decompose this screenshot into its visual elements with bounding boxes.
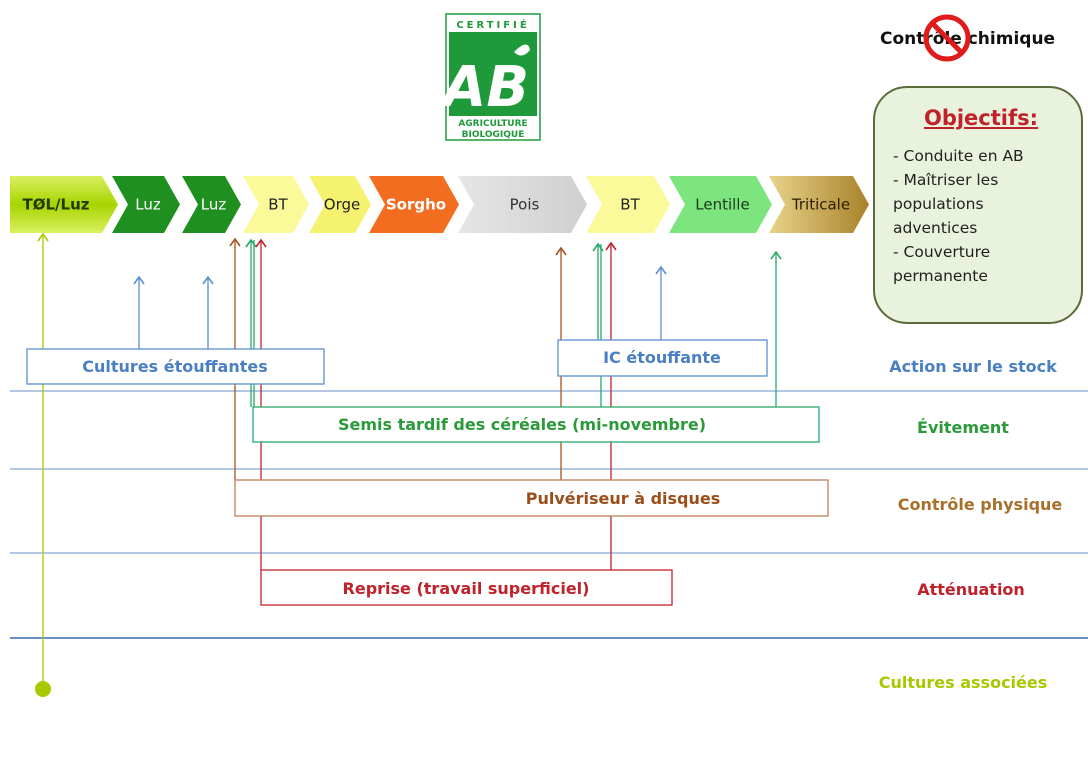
- box-reprise: Reprise (travail superficiel): [260, 569, 673, 606]
- connector-lines: [42, 234, 777, 685]
- lever-labels: Action sur le stock Évitement Contrôle p…: [879, 357, 1063, 692]
- lever-associees-label: Cultures associées: [879, 673, 1048, 692]
- box-pulveriseur: Pulvériseur à disques: [234, 479, 829, 517]
- separator-lines: [10, 390, 1088, 639]
- rotation-segment-label: Triticale: [791, 196, 850, 214]
- rotation-segment-label: Sorgho: [386, 196, 446, 214]
- rotation-segment: [112, 176, 180, 233]
- objectives-title: Objectifs:: [923, 106, 1039, 130]
- arrow-up-icon: [655, 265, 667, 275]
- box-reprise-label: Reprise (travail superficiel): [343, 579, 590, 598]
- arrow-up-icon: [202, 275, 214, 285]
- rotation-segment-label: BT: [620, 196, 640, 214]
- box-ic-etouffante: IC étouffante: [557, 339, 768, 377]
- rotation-segment: [458, 176, 587, 233]
- rotation-segment-label: Luz: [135, 196, 161, 214]
- lever-stock-label: Action sur le stock: [889, 357, 1057, 376]
- rotation-segment: [309, 176, 371, 233]
- arrow-up-icon: [37, 232, 49, 242]
- arrow-up-icon: [555, 246, 567, 256]
- rotation-segment-label: Pois: [510, 196, 540, 214]
- no-chemical-control: Contrôle chimique: [880, 14, 1055, 62]
- objective-item: - Conduite en AB: [893, 147, 1024, 165]
- associated-crops-dot: [35, 681, 51, 697]
- rotation-segment: [586, 176, 670, 233]
- objectives-box: Objectifs: - Conduite en AB - Maîtriser …: [873, 86, 1083, 324]
- box-pulv-label: Pulvériseur à disques: [526, 489, 721, 508]
- arrow-up-icon: [592, 242, 604, 252]
- rotation-segment: [669, 176, 772, 233]
- rotation-segment: [182, 176, 241, 233]
- leaf-icon: [514, 44, 530, 56]
- arrow-up-icon: [229, 237, 241, 247]
- crop-rotation: TØL/Luz Luz Luz BT Orge Sorgho Pois BT Lentille T…: [10, 176, 869, 233]
- box-ic-label: IC étouffante: [603, 348, 721, 367]
- objective-item: - Maîtriser les populations adventices: [893, 171, 999, 237]
- ab-logo: CERTIFIÉ AB AGRICULTURE BIOLOGIQUE: [439, 13, 541, 141]
- rotation-segment: [369, 176, 459, 233]
- logo-line1-text: AGRICULTURE: [458, 119, 527, 129]
- rotation-segment-label: TØL/Luz: [23, 196, 90, 214]
- lever-evitement-label: Évitement: [917, 418, 1009, 437]
- rotation-segment-label: BT: [268, 196, 288, 214]
- rotation-segment: [243, 176, 309, 233]
- rotation-segment-label: Luz: [201, 196, 227, 214]
- objective-item: - Couverture permanente: [893, 243, 991, 285]
- logo-mark-text: AB: [439, 55, 529, 120]
- lever-attenuation-label: Atténuation: [917, 580, 1025, 599]
- box-cultures-etouffantes: Cultures étouffantes: [26, 348, 325, 385]
- arrow-up-icon: [245, 238, 257, 248]
- box-semis-label: Semis tardif des céréales (mi-novembre): [338, 415, 706, 434]
- box-semis-tardif: Semis tardif des céréales (mi-novembre): [252, 406, 820, 443]
- no-sign-icon: [923, 14, 971, 62]
- arrow-up-icon: [133, 275, 145, 285]
- lever-physique-label: Contrôle physique: [898, 495, 1063, 514]
- box-cultures-label: Cultures étouffantes: [82, 357, 268, 376]
- rotation-segment-label: Lentille: [695, 196, 749, 214]
- rotation-segment: [10, 176, 118, 233]
- arrow-up-icon: [255, 238, 267, 248]
- arrow-up-icon: [770, 250, 782, 260]
- logo-top-text: CERTIFIÉ: [456, 18, 529, 31]
- arrow-heads: [37, 232, 782, 285]
- arrow-up-icon: [605, 241, 617, 251]
- rotation-segment: [769, 176, 869, 233]
- logo-line2-text: BIOLOGIQUE: [462, 130, 525, 140]
- rotation-segment-label: Orge: [324, 196, 360, 214]
